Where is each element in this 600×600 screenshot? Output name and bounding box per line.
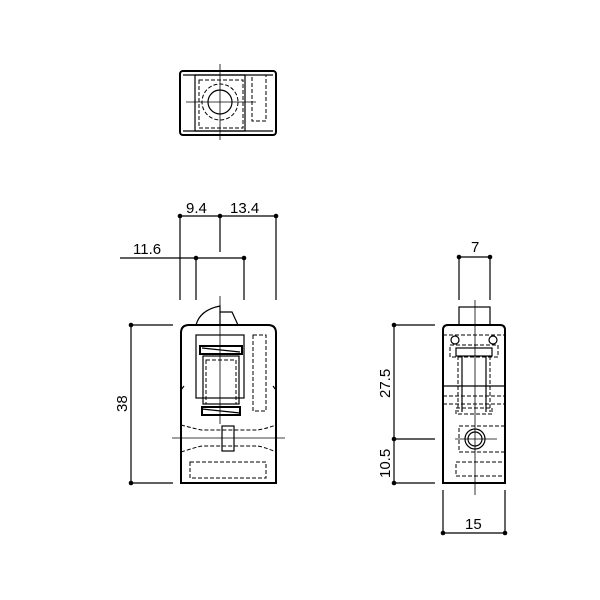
side-dimensions	[391, 254, 508, 536]
dim-7: 7	[471, 239, 479, 256]
side-view	[442, 300, 506, 495]
dim-11-6: 11.6	[133, 241, 161, 258]
front-view	[172, 296, 285, 484]
dim-10-5: 10.5	[377, 449, 394, 478]
dim-13-4: 13.4	[230, 200, 259, 217]
dim-27-5: 27.5	[377, 369, 394, 398]
top-view	[179, 64, 277, 140]
front-dimensions	[120, 213, 279, 486]
dim-38: 38	[114, 395, 131, 412]
dim-15: 15	[465, 516, 482, 533]
dim-9-4: 9.4	[186, 200, 207, 217]
